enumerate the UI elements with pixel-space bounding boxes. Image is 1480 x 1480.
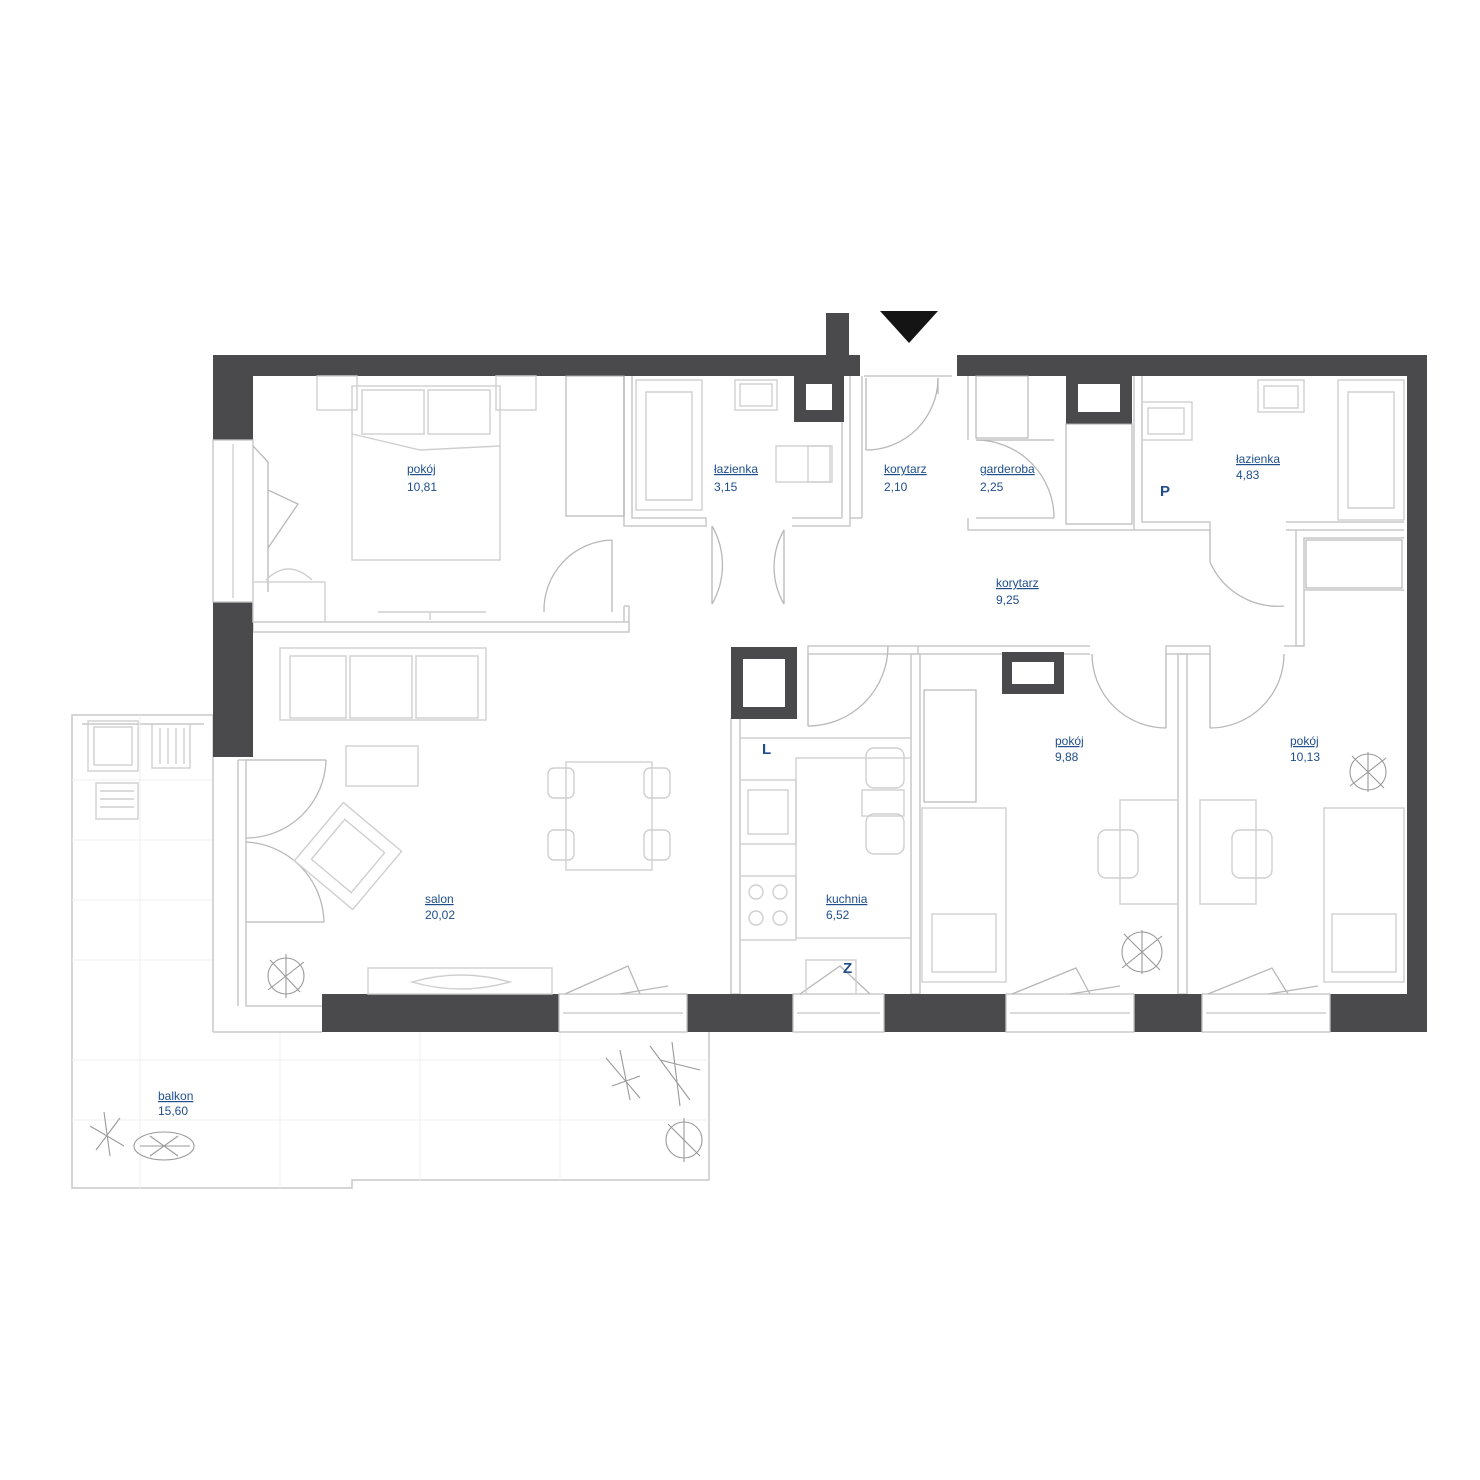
doors (245, 377, 1285, 923)
marker-z: Z (843, 960, 852, 977)
label-pokoj-2-area: 9,88 (1055, 750, 1079, 764)
label-salon-area: 20,02 (425, 908, 455, 922)
label-garderoba-area: 2,25 (980, 480, 1004, 494)
label-korytarz-1-area: 2,10 (884, 480, 908, 494)
label-korytarz-2-name: korytarz (996, 576, 1039, 590)
label-pokoj-3-area: 10,13 (1290, 750, 1320, 764)
marker-l: L (762, 741, 771, 758)
label-lazienka-2-name: łazienka (1236, 452, 1280, 466)
label-lazienka-1-name: łazienka (714, 462, 758, 476)
label-pokoj-3-name: pokój (1290, 734, 1319, 748)
label-lazienka-2-area: 4,83 (1236, 468, 1260, 482)
balcony (71, 714, 710, 1189)
plants (89, 752, 1387, 1162)
label-lazienka-1-area: 3,15 (714, 480, 738, 494)
label-salon-name: salon (425, 892, 454, 906)
walls (213, 313, 1427, 1032)
label-pokoj-2-name: pokój (1055, 734, 1084, 748)
label-pokoj-1-name: pokój (407, 462, 436, 476)
label-garderoba-name: garderoba (980, 462, 1035, 476)
label-korytarz-1-name: korytarz (884, 462, 927, 476)
room-labels: pokój 10,81 łazienka 3,15 korytarz 2,10 … (158, 452, 1320, 1118)
furniture (252, 375, 1405, 995)
label-kuchnia-area: 6,52 (826, 908, 850, 922)
marker-p: P (1160, 483, 1170, 500)
label-korytarz-2-area: 9,25 (996, 593, 1020, 607)
entrance-arrow-icon (880, 311, 938, 343)
label-kuchnia-name: kuchnia (826, 892, 868, 906)
label-balkon-area: 15,60 (158, 1104, 188, 1118)
windows (212, 439, 1331, 1033)
label-pokoj-1-area: 10,81 (407, 480, 437, 494)
label-balkon-name: balkon (158, 1089, 193, 1103)
